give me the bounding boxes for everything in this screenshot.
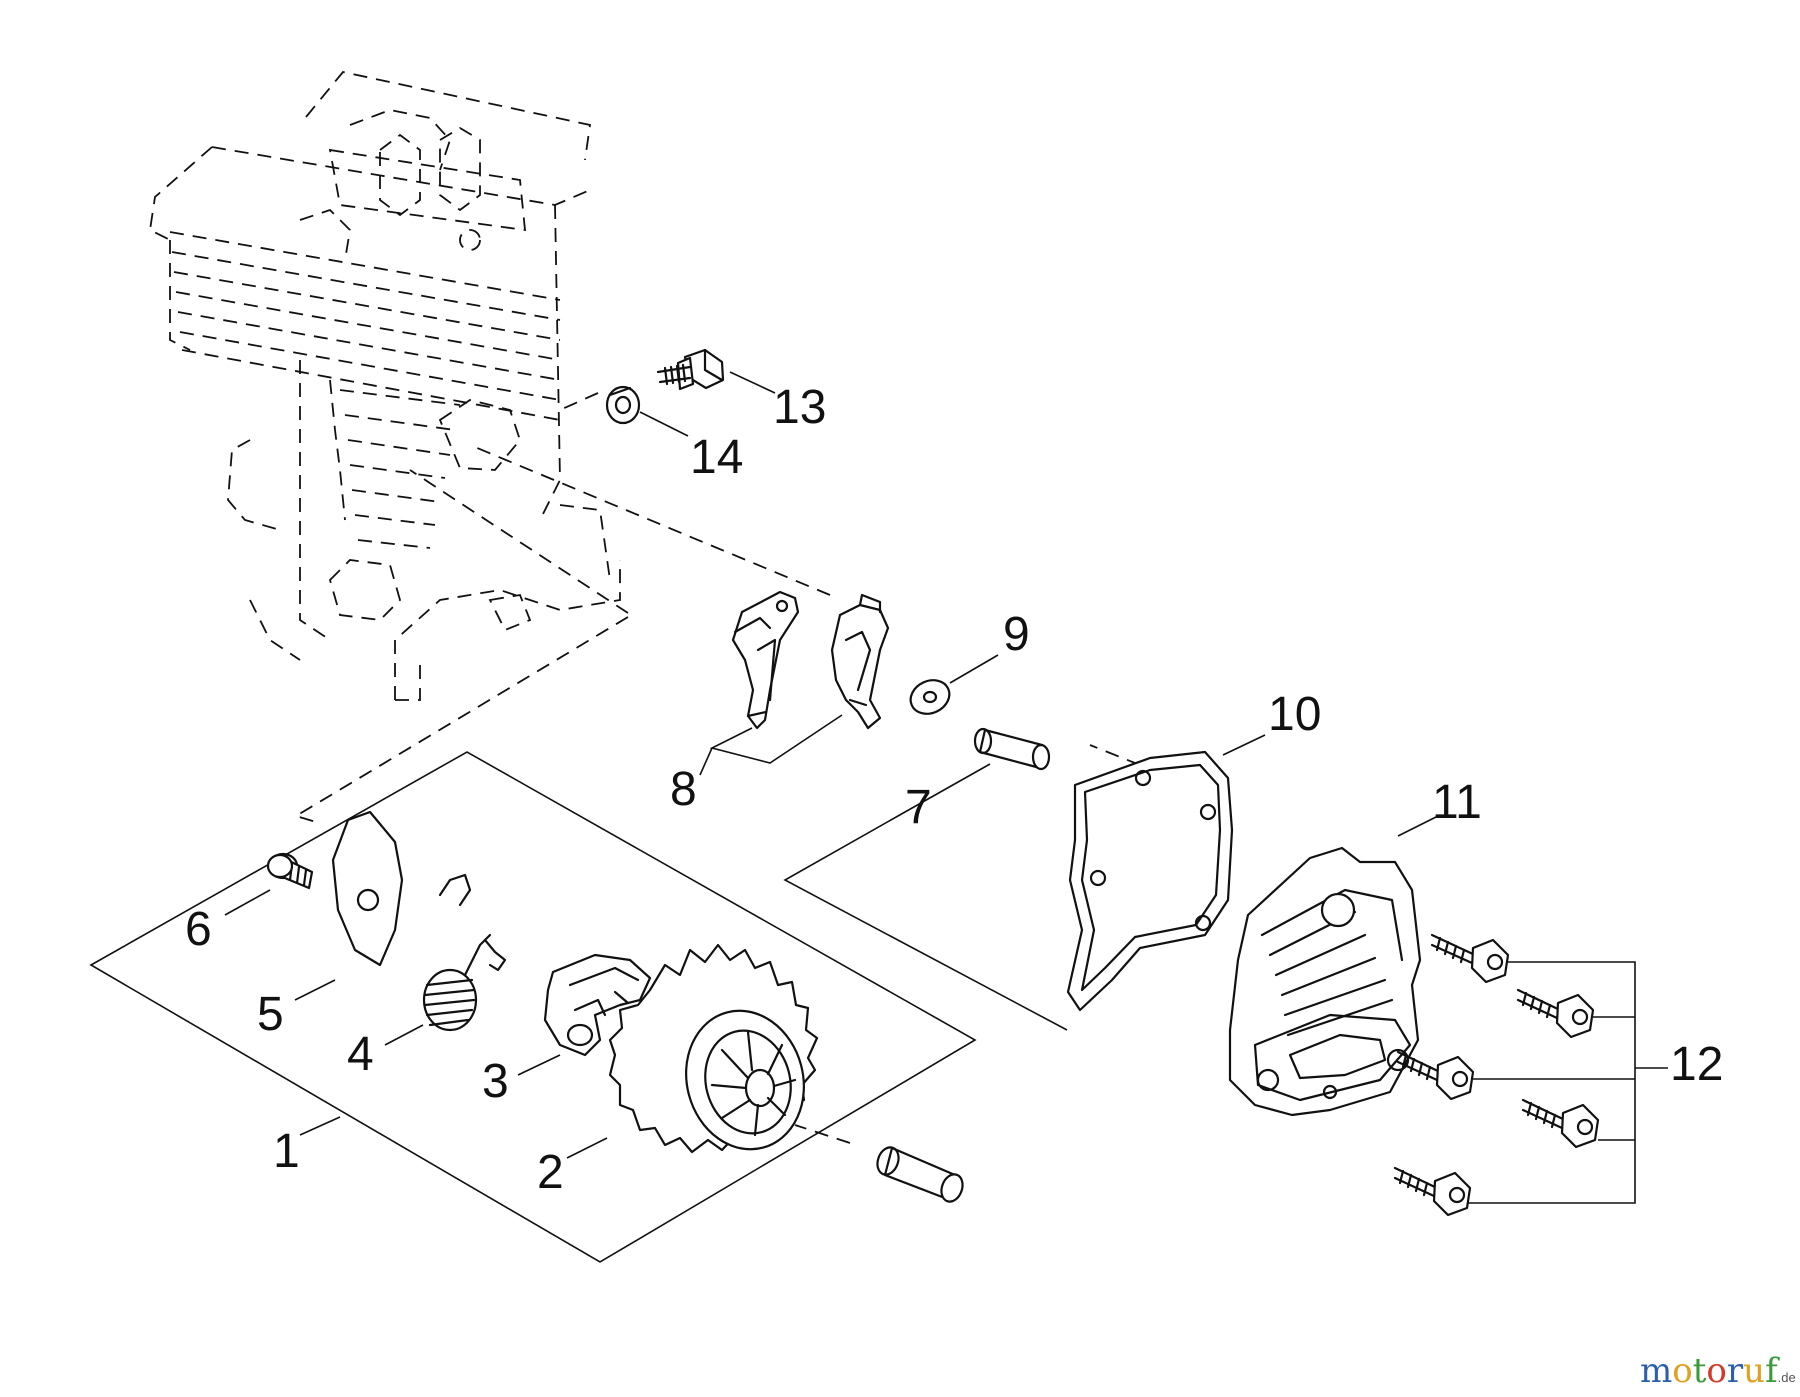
- callout-6: 6: [185, 903, 212, 956]
- part-11-cover: [1228, 846, 1422, 1117]
- part-8-governor-lever-right: [830, 593, 890, 730]
- part-12-screw-1: [1430, 933, 1510, 984]
- part-9-washer: [909, 679, 951, 715]
- leader-8-bracket: [709, 714, 843, 764]
- part-12-screw-4: [1521, 1098, 1600, 1149]
- callout-labels: 1 2 3 4 5 6 7 8 9 10 11 12 13 14: [185, 381, 1723, 1199]
- leader-5: [294, 979, 336, 1001]
- callout-3: 3: [482, 1055, 509, 1108]
- watermark-letter: r: [1727, 1351, 1744, 1391]
- watermark-logo: motoruf.de: [1640, 1351, 1796, 1391]
- watermark-letter: o: [1706, 1351, 1726, 1391]
- watermark-letter: f: [1765, 1351, 1780, 1391]
- watermark-letter: o: [1672, 1351, 1692, 1391]
- leader-14: [639, 411, 689, 437]
- watermark-letter: t: [1693, 1351, 1707, 1391]
- svg-text:motoruf.de: motoruf.de: [1640, 1351, 1796, 1391]
- leader-11: [1397, 814, 1441, 837]
- callout-9: 9: [1003, 608, 1030, 661]
- callout-4: 4: [347, 1028, 374, 1081]
- part-7-pin-upper: [973, 727, 1051, 771]
- watermark-letter: m: [1640, 1351, 1672, 1391]
- leader-9: [949, 654, 999, 684]
- leader-7: [783, 763, 1068, 1031]
- callout-2: 2: [537, 1146, 564, 1199]
- leader-2: [566, 1137, 608, 1159]
- part-8-governor-lever-left: [731, 590, 800, 730]
- leader-4: [384, 1024, 424, 1046]
- leader-10: [1222, 734, 1266, 756]
- leader-13: [729, 371, 776, 394]
- watermark-letter: u: [1743, 1351, 1765, 1391]
- part-6-screw: [266, 852, 314, 890]
- part-4-spring: [422, 873, 507, 1032]
- part-7-pin-lower: [876, 1146, 964, 1203]
- part-13-bolt: [656, 348, 725, 391]
- part-1-assembly-outline: [89, 751, 977, 1263]
- part-3-weight: [543, 953, 652, 1057]
- assembly-guide-lines: [293, 392, 1141, 1144]
- callout-5: 5: [257, 988, 284, 1041]
- callout-11: 11: [1432, 776, 1482, 829]
- watermark-suffix: .de: [1778, 1370, 1796, 1385]
- part-12-screw-2: [1516, 988, 1595, 1039]
- callout-1: 1: [273, 1125, 300, 1178]
- leader-12-bracket: [1468, 961, 1668, 1204]
- leader-8: [699, 747, 713, 776]
- callout-7: 7: [905, 781, 932, 834]
- part-2-gear: [608, 943, 819, 1154]
- part-12-screw-5: [1393, 1166, 1472, 1217]
- engine-block-outline: [149, 71, 621, 701]
- callout-13: 13: [773, 381, 826, 434]
- leader-1: [299, 1116, 341, 1136]
- callout-14: 14: [690, 431, 743, 484]
- callout-8: 8: [670, 763, 697, 816]
- part-10-gasket: [1066, 750, 1234, 1012]
- part-5-plate: [331, 810, 404, 967]
- leader-6: [224, 889, 271, 916]
- callout-10: 10: [1268, 688, 1321, 741]
- part-12-screw-3: [1396, 1050, 1475, 1101]
- callout-12: 12: [1670, 1038, 1723, 1091]
- leader-3: [517, 1054, 561, 1076]
- part-14-washer: [605, 385, 641, 425]
